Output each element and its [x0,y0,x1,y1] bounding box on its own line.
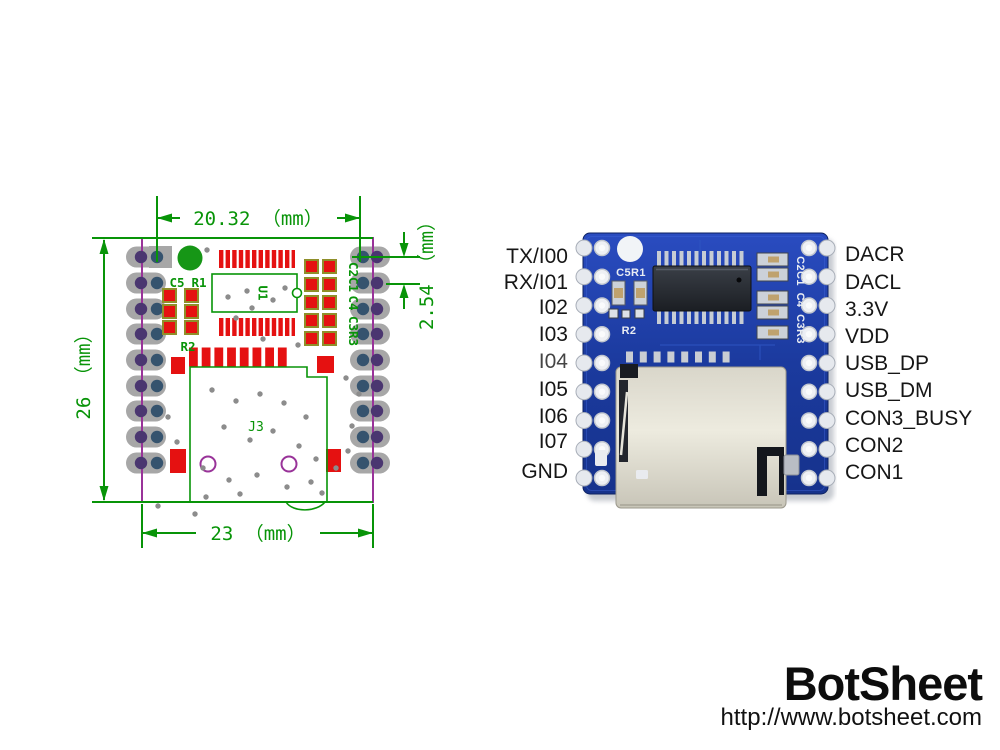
pcb-traces [660,240,775,360]
fiducial-dot [177,245,203,271]
u1-label: U1 [256,285,271,300]
corner-pads [170,356,341,473]
c5-label: C5 [169,275,184,290]
mounting-hole [617,236,643,262]
pin-label-gnd: GND [521,460,568,483]
j3-hole [199,455,217,473]
dim-23mm [141,504,374,548]
sd-card-slot [615,364,800,509]
pin-label-i02: I02 [538,296,568,319]
pin-label-con2: CON2 [845,434,904,457]
dim-254mm [352,232,420,309]
dim-23mm-label: 23 （mm） [210,523,305,545]
module-photo: C5R1 R2 C2C1 C4 C3R3 [575,232,836,509]
ic-pad-rows [189,250,295,367]
via-dots [155,247,362,517]
pcb-dimension-drawing: U1 C5 R1 R2 C2C1 C4 C3R3 [73,196,438,548]
silk-c3r3: C3R3 [794,314,806,344]
silk-c4: C4 [794,293,806,308]
pin-label-dacl: DACL [845,271,902,294]
pin-label-i05: I05 [538,378,568,401]
dim-26mm-label: 26 （mm） [73,324,95,419]
r1-label: R1 [191,275,206,290]
silk-c5r1: C5R1 [616,267,646,279]
pin-label-vdd: VDD [845,325,890,348]
c5-r1-group: C5 R1 R2 [162,275,207,354]
pin-label-3v3: 3.3V [845,298,889,321]
misc-pads [595,450,648,479]
r2-label: R2 [180,339,195,354]
j3-hole [280,455,298,473]
pin-label-i04: I04 [538,350,568,373]
silk-c2c1: C2C1 [794,256,806,286]
right-passives: C2C1 C4 C3R3 [756,252,806,344]
pin-label-i07: I07 [538,430,568,453]
u1-outline: U1 [211,273,303,313]
pad-column-left [126,246,172,474]
pin-label-dacr: DACR [845,243,905,266]
dim-2032mm [156,196,361,262]
silk-r2: R2 [622,325,637,337]
dim-2032mm-label: 20.32 （mm） [193,208,323,230]
c3r3-label: C3R3 [346,316,361,346]
pin-label-usb-dp: USB_DP [845,352,930,375]
c2c1-label: C2C1 [346,262,361,292]
pin-label-i03: I03 [538,323,568,346]
brand-logo-text: BotSheet [783,657,983,710]
dim-26mm [92,237,373,503]
dim-254mm-label: 2.54 （mm） [416,212,438,330]
c4-label: C4 [346,295,361,310]
c2c1-c4-c3r3-group: C2C1 C4 C3R3 [304,259,361,346]
pin-label-con3-busy: CON3_BUSY [845,407,973,430]
pin-label-tx-i00: TX/I00 [506,245,568,268]
pin-label-usb-dm: USB_DM [845,379,933,402]
pin-label-con1: CON1 [845,461,904,484]
main-chip [652,251,752,324]
pin-label-i06: I06 [538,405,568,428]
j3-label: J3 [248,420,264,435]
pin-label-rx-i01: RX/I01 [503,271,568,294]
brand-url: http://www.botsheet.com [720,704,982,731]
left-passives: C5R1 R2 [608,267,648,337]
